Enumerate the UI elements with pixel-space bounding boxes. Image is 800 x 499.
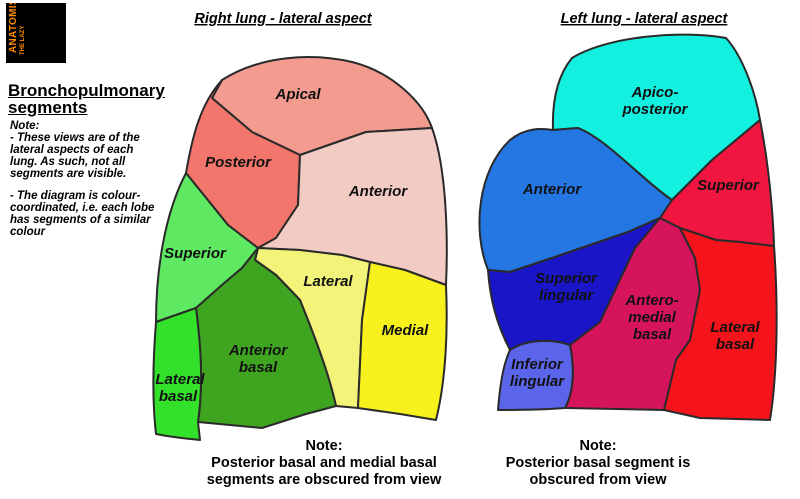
left-lateral-basal-segment — [663, 227, 778, 421]
label-left-superior-lingular-1: Superior — [535, 270, 598, 287]
side-note: Note: - These views are of the lateral a… — [10, 120, 160, 248]
left-note-title: Note: — [579, 438, 616, 454]
left-anterior-segment — [478, 127, 673, 273]
label-right-superior: Superior — [164, 245, 227, 262]
left-inferior-lingular-segment — [497, 339, 574, 411]
label-left-superior: Superior — [697, 177, 760, 194]
label-right-lateral: Lateral — [303, 273, 353, 290]
label-right-anterior: Anterior — [348, 183, 409, 200]
left-lung: Apico- posterior Anterior Superior Super… — [478, 33, 778, 421]
logo: THE LAZY ANATOMIST — [6, 3, 66, 63]
label-right-medial: Medial — [382, 322, 430, 339]
label-left-anterior: Anterior — [522, 181, 583, 198]
right-anterior-segment — [257, 127, 448, 286]
label-left-lateral-basal-1: Lateral — [710, 319, 760, 336]
right-medial-segment — [357, 261, 448, 421]
label-right-lateral-basal-2: basal — [159, 388, 198, 405]
right-note-title: Note: — [305, 438, 342, 454]
left-note-line2: obscured from view — [530, 472, 668, 488]
right-note-line1: Posterior basal and medial basal — [211, 455, 437, 471]
right-note-line2: segments are obscured from view — [207, 472, 442, 488]
label-left-lateral-basal-2: basal — [716, 336, 755, 353]
side-note-title: Note: — [10, 120, 40, 132]
label-left-anteromedial-basal-2: medial — [628, 309, 676, 326]
label-right-anterior-basal-1: Anterior — [228, 342, 289, 359]
label-left-inferior-lingular-2: lingular — [510, 373, 565, 390]
label-right-apical: Apical — [274, 86, 321, 103]
label-left-apicoposterior-2: posterior — [621, 101, 688, 118]
left-note-line1: Posterior basal segment is — [506, 455, 691, 471]
label-left-superior-lingular-2: lingular — [539, 287, 594, 304]
label-right-anterior-basal-2: basal — [239, 359, 278, 376]
label-left-anteromedial-basal-1: Antero- — [624, 292, 678, 309]
label-left-inferior-lingular-1: Inferior — [511, 356, 564, 373]
left-lung-title: Left lung - lateral aspect — [561, 11, 729, 27]
right-lung: Apical Posterior Anterior Superior Later… — [152, 56, 448, 441]
side-note-line2: - The diagram is colour-coordinated, i.e… — [10, 190, 155, 238]
side-note-line1: - These views are of the lateral aspects… — [10, 132, 140, 180]
right-lateral-basal-segment — [152, 307, 203, 441]
right-lung-title: Right lung - lateral aspect — [194, 11, 372, 27]
label-left-anteromedial-basal-3: basal — [633, 326, 672, 343]
label-left-apicoposterior-1: Apico- — [631, 84, 679, 101]
label-right-posterior: Posterior — [205, 154, 272, 171]
page-heading: Bronchopulmonary segments — [8, 81, 165, 117]
label-right-lateral-basal-1: Lateral — [155, 371, 205, 388]
